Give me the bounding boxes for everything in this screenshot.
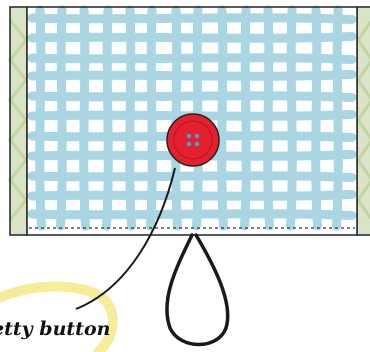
plaid-horizontal-line bbox=[27, 13, 357, 24]
plaid-horizontal-line bbox=[27, 70, 357, 81]
plaid-horizontal-line bbox=[27, 209, 357, 220]
label-highlight-swoosh bbox=[0, 281, 118, 352]
callout-leader-line bbox=[75, 167, 176, 310]
plaid-horizontal-line bbox=[27, 32, 357, 43]
plaid-horizontal-line bbox=[27, 91, 357, 102]
plaid-fabric-panel bbox=[26, 5, 358, 236]
plaid-horizontal-line bbox=[27, 53, 357, 64]
button-hole bbox=[186, 133, 192, 139]
plaid-lines bbox=[27, 5, 357, 231]
button-hole bbox=[194, 141, 200, 147]
left-side-flap bbox=[8, 6, 28, 236]
right-side-flap bbox=[356, 6, 370, 236]
button-callout-label: etty button bbox=[0, 318, 111, 340]
plaid-horizontal-line bbox=[27, 190, 357, 201]
elastic-loop-icon bbox=[165, 233, 230, 347]
button-hole bbox=[194, 133, 200, 139]
round-button-icon bbox=[166, 113, 220, 167]
plaid-horizontal-line bbox=[27, 171, 357, 182]
button-hole bbox=[186, 141, 192, 147]
